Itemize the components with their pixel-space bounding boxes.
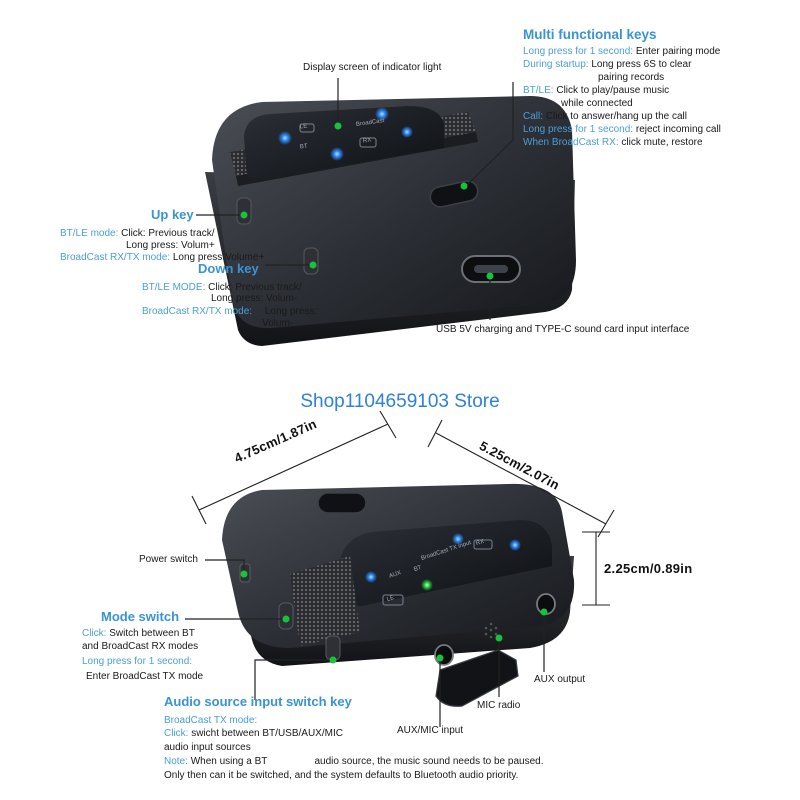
device-top-view <box>205 96 576 346</box>
multi-keys-title: Multi functional keys <box>523 27 657 42</box>
knurled-grip-band <box>290 556 360 646</box>
mic-grille <box>484 622 498 639</box>
power-switch-label: Power switch <box>139 554 198 565</box>
multi-keys-callout: Multi functional keys Long press for 1 s… <box>523 27 721 148</box>
back-clip <box>435 649 519 707</box>
display-screen-label: Display screen of indicator light <box>303 62 442 73</box>
indicator-led-green <box>421 579 433 591</box>
height-dimension: 2.25cm/0.89in <box>604 561 693 576</box>
screen-icon-box <box>359 137 377 148</box>
up-key-title: Up key <box>151 207 194 222</box>
indicator-led <box>401 126 413 138</box>
indicator-display-panel <box>340 520 552 606</box>
bottom-callout-dots <box>240 570 548 664</box>
indicator-display-panel <box>244 106 444 180</box>
audio-source-slot <box>317 492 367 514</box>
screen-icon-bt: BT <box>299 143 309 151</box>
screen-icon-rx: RX <box>362 137 372 145</box>
indicator-led <box>365 571 377 583</box>
aux-mic-input-label: AUX/MIC input <box>397 725 464 736</box>
bottom-callout-lines <box>185 559 545 727</box>
screen-icon-le: LE <box>299 123 308 131</box>
device-bottom-view <box>222 483 575 707</box>
indicator-led <box>330 147 344 161</box>
top-callout-dots <box>240 122 494 280</box>
indicator-led <box>452 533 464 545</box>
indicator-led <box>278 131 292 145</box>
audio-source-title: Audio source input switch key <box>164 694 352 709</box>
mic-radio-label: MIC radio <box>477 700 521 711</box>
top-callout-lines <box>196 78 514 320</box>
screen-icon-box <box>473 539 493 550</box>
aux-mic-jack <box>434 644 454 666</box>
usb-c-tongue <box>474 265 508 273</box>
audio-source-button <box>325 635 341 661</box>
down-key-title: Down key <box>198 261 259 276</box>
screen-icon-box <box>299 123 315 133</box>
store-name: Shop1104659103 Store <box>300 391 500 412</box>
aux-output-label: AUX output <box>534 674 586 685</box>
mode-switch-title: Mode switch <box>101 609 180 624</box>
up-key-button <box>236 197 252 225</box>
indicator-led <box>509 539 521 551</box>
down-key-button <box>303 247 319 275</box>
dimension-lines <box>191 410 615 606</box>
indicator-led <box>375 107 389 121</box>
screen-icon-box <box>382 594 404 606</box>
usb-interface-label: USB 5V charging and TYPE-C sound card in… <box>436 324 690 335</box>
